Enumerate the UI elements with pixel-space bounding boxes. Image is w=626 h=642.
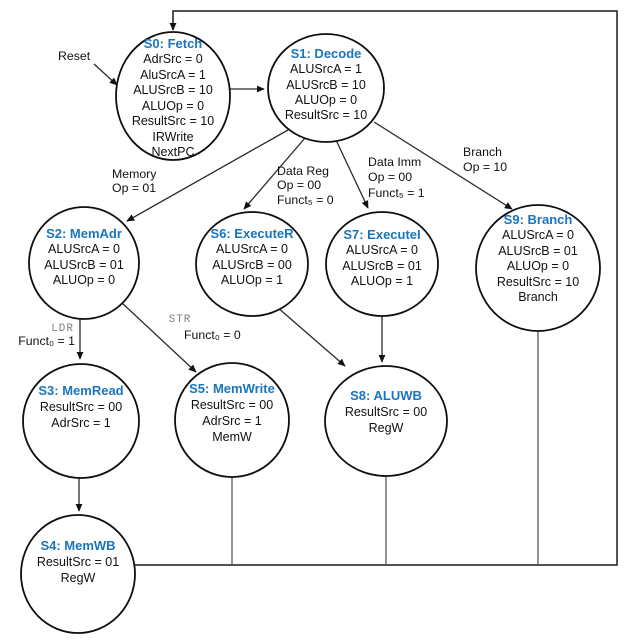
edge-s1-s7-dataimm	[335, 139, 369, 209]
state-s7-title: S7: ExecuteI	[343, 227, 420, 242]
edge-s1-s6-datareg	[243, 137, 306, 210]
state-s7-line: ALUOp = 1	[351, 274, 413, 288]
reset-label: Reset	[58, 49, 91, 63]
state-s0-line: IRWrite	[152, 130, 193, 144]
state-s0-line: ResultSrc = 10	[132, 114, 214, 128]
edge-reset	[93, 63, 118, 86]
state-s9-line: ALUSrcB = 01	[498, 244, 578, 258]
edge-label-ldr-condition: Funct₀ = 1	[18, 334, 75, 348]
state-s5-line: ResultSrc = 00	[191, 398, 273, 412]
edge-s1-s9-branch	[373, 121, 513, 210]
edge-label-ldr-mnemonic: LDR	[51, 323, 74, 335]
state-s7-circle	[325, 211, 439, 317]
state-s0-circle	[115, 31, 231, 161]
edge-feedback-loop	[134, 10, 618, 566]
state-s0-line: AluSrcA = 1	[140, 68, 206, 82]
state-s2-title: S2: MemAdr	[46, 226, 122, 241]
state-s3-title: S3: MemRead	[38, 383, 123, 398]
state-s9-title: S9: Branch	[504, 212, 573, 227]
state-s7-line: ALUSrcA = 0	[346, 243, 418, 257]
state-s2-line: ALUSrcA = 0	[48, 242, 120, 256]
state-s1-title: S1: Decode	[291, 46, 362, 61]
state-s6-circle	[195, 211, 309, 317]
state-s0-title: S0: Fetch	[144, 36, 203, 51]
state-s4-circle	[20, 514, 136, 634]
edge-label-memory: Memory	[112, 167, 157, 181]
edge-s6-s8	[276, 306, 346, 367]
edge-label-data-reg: Op = 00	[277, 178, 321, 192]
edge-s1-s2-memory	[126, 129, 289, 222]
state-s8-line: ResultSrc = 00	[345, 405, 427, 419]
state-s5-line: AdrSrc = 1	[202, 414, 261, 428]
state-s5-line: MemW	[212, 430, 252, 444]
state-s1-line: ResultSrc = 10	[285, 108, 367, 122]
state-s1-line: ALUSrcB = 10	[286, 78, 366, 92]
state-s8-circle	[324, 365, 448, 477]
edge-label-branch: Branch	[463, 145, 502, 159]
state-s5-circle	[174, 362, 290, 478]
state-s7-line: ALUSrcB = 01	[342, 259, 422, 273]
state-s0-line: ALUOp = 0	[142, 99, 204, 113]
edge-label-data-reg: Funct₅ = 0	[277, 193, 334, 207]
state-s2-circle	[28, 206, 140, 320]
state-s1-line: ALUSrcA = 1	[290, 62, 362, 76]
state-s9-line: ALUSrcA = 0	[502, 228, 574, 242]
edge-label-str-condition: Funct₀ = 0	[184, 328, 241, 342]
state-s5-title: S5: MemWrite	[189, 381, 275, 396]
edge-label-memory: Op = 01	[112, 181, 156, 195]
edge-label-data-reg: Data Reg	[277, 164, 329, 178]
state-s3-circle	[22, 363, 140, 479]
state-s1-line: ALUOp = 0	[295, 93, 357, 107]
edge-label-branch: Op = 10	[463, 160, 507, 174]
state-s2-line: ALUSrcB = 01	[44, 258, 124, 272]
edge-label-str-mnemonic: STR	[169, 314, 192, 326]
state-s1-circle	[267, 33, 385, 143]
edge-label-data-imm: Op = 00	[368, 170, 412, 184]
state-s9-line: Branch	[518, 290, 558, 304]
state-s9-line: ALUOp = 0	[507, 259, 569, 273]
state-s3-line: AdrSrc = 1	[51, 416, 110, 430]
state-s3-line: ResultSrc = 00	[40, 400, 122, 414]
state-s6-line: ALUOp = 1	[221, 273, 283, 287]
state-s9-circle	[475, 204, 601, 332]
state-s6-line: ALUSrcA = 0	[216, 242, 288, 256]
state-s6-title: S6: ExecuteR	[210, 226, 294, 241]
state-s4-title: S4: MemWB	[40, 538, 115, 553]
state-s8-title: S8: ALUWB	[350, 388, 422, 403]
state-s0-line: NextPC	[151, 145, 194, 159]
state-s0-line: ALUSrcB = 10	[133, 83, 213, 97]
edge-label-data-imm: Funct₅ = 1	[368, 186, 425, 200]
state-s6-line: ALUSrcB = 00	[212, 258, 292, 272]
state-s2-line: ALUOp = 0	[53, 273, 115, 287]
edge-s2-s5-str	[121, 302, 197, 373]
state-s4-line: ResultSrc = 01	[37, 555, 119, 569]
state-s0-line: AdrSrc = 0	[143, 52, 202, 66]
edge-label-data-imm: Data Imm	[368, 155, 421, 169]
state-s4-line: RegW	[61, 571, 96, 585]
state-s8-line: RegW	[369, 421, 404, 435]
state-s9-line: ResultSrc = 10	[497, 275, 579, 289]
